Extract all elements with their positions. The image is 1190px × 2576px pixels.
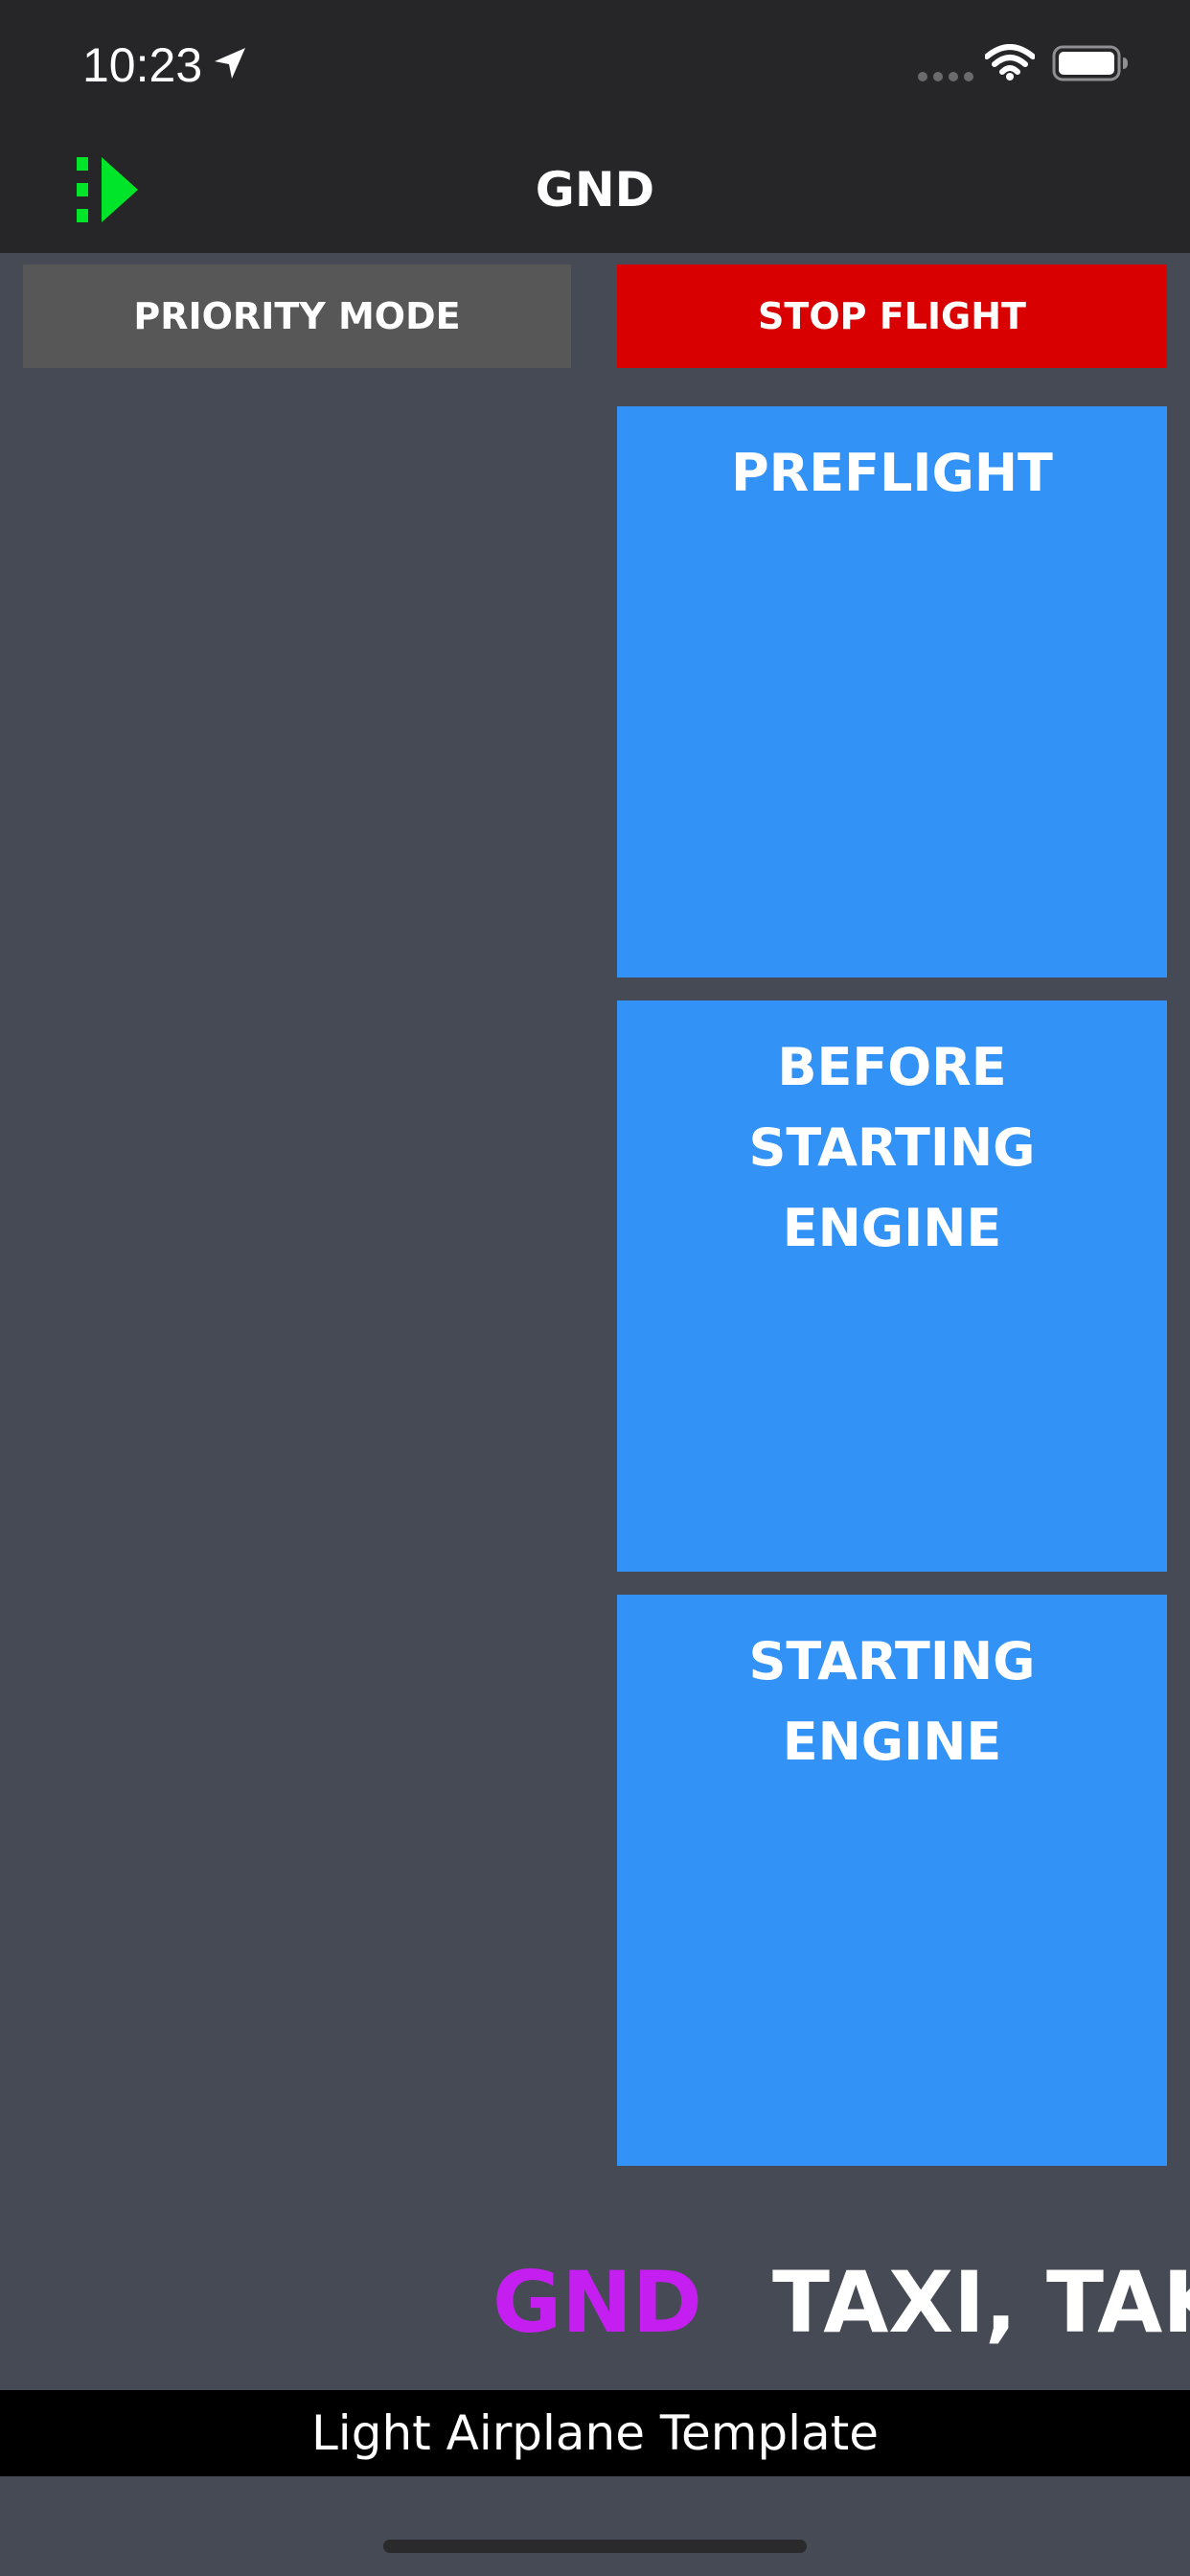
priority-mode-button[interactable]: PRIORITY MODE (23, 264, 571, 368)
wifi-icon (985, 44, 1035, 80)
next-phase-label[interactable]: TAXI, TAKE (772, 2253, 1190, 2352)
checklist-tile-label: BEFORE STARTING ENGINE (748, 1037, 1036, 1258)
battery-icon (1052, 45, 1128, 81)
status-bar: 10:23 (0, 0, 1190, 126)
template-footer: Light Airplane Template (0, 2390, 1190, 2476)
home-indicator[interactable] (383, 2540, 807, 2553)
location-arrow-icon (215, 48, 245, 79)
status-time: 10:23 (82, 38, 203, 92)
bottom-safe-area (0, 2476, 1190, 2576)
stop-flight-button[interactable]: STOP FLIGHT (617, 264, 1167, 368)
current-phase-label[interactable]: GND (492, 2253, 702, 2352)
checklist-tile-preflight[interactable]: PREFLIGHT (617, 406, 1167, 978)
checklist-tile-label: STARTING ENGINE (748, 1631, 1036, 1772)
cellular-signal-icon (918, 72, 973, 81)
checklist-tile-before-starting-engine[interactable]: BEFORE STARTING ENGINE (617, 1000, 1167, 1572)
checklist-tile-starting-engine[interactable]: STARTING ENGINE (617, 1595, 1167, 2166)
navigation-bar: GND (0, 126, 1190, 253)
phase-strip[interactable]: GND TAXI, TAKE (0, 2233, 1190, 2377)
page-title: GND (535, 162, 655, 218)
app-logo-icon[interactable] (77, 157, 138, 222)
checklist-tile-label: PREFLIGHT (731, 443, 1053, 503)
main-content: PRIORITY MODE STOP FLIGHT PREFLIGHT BEFO… (0, 253, 1190, 2390)
